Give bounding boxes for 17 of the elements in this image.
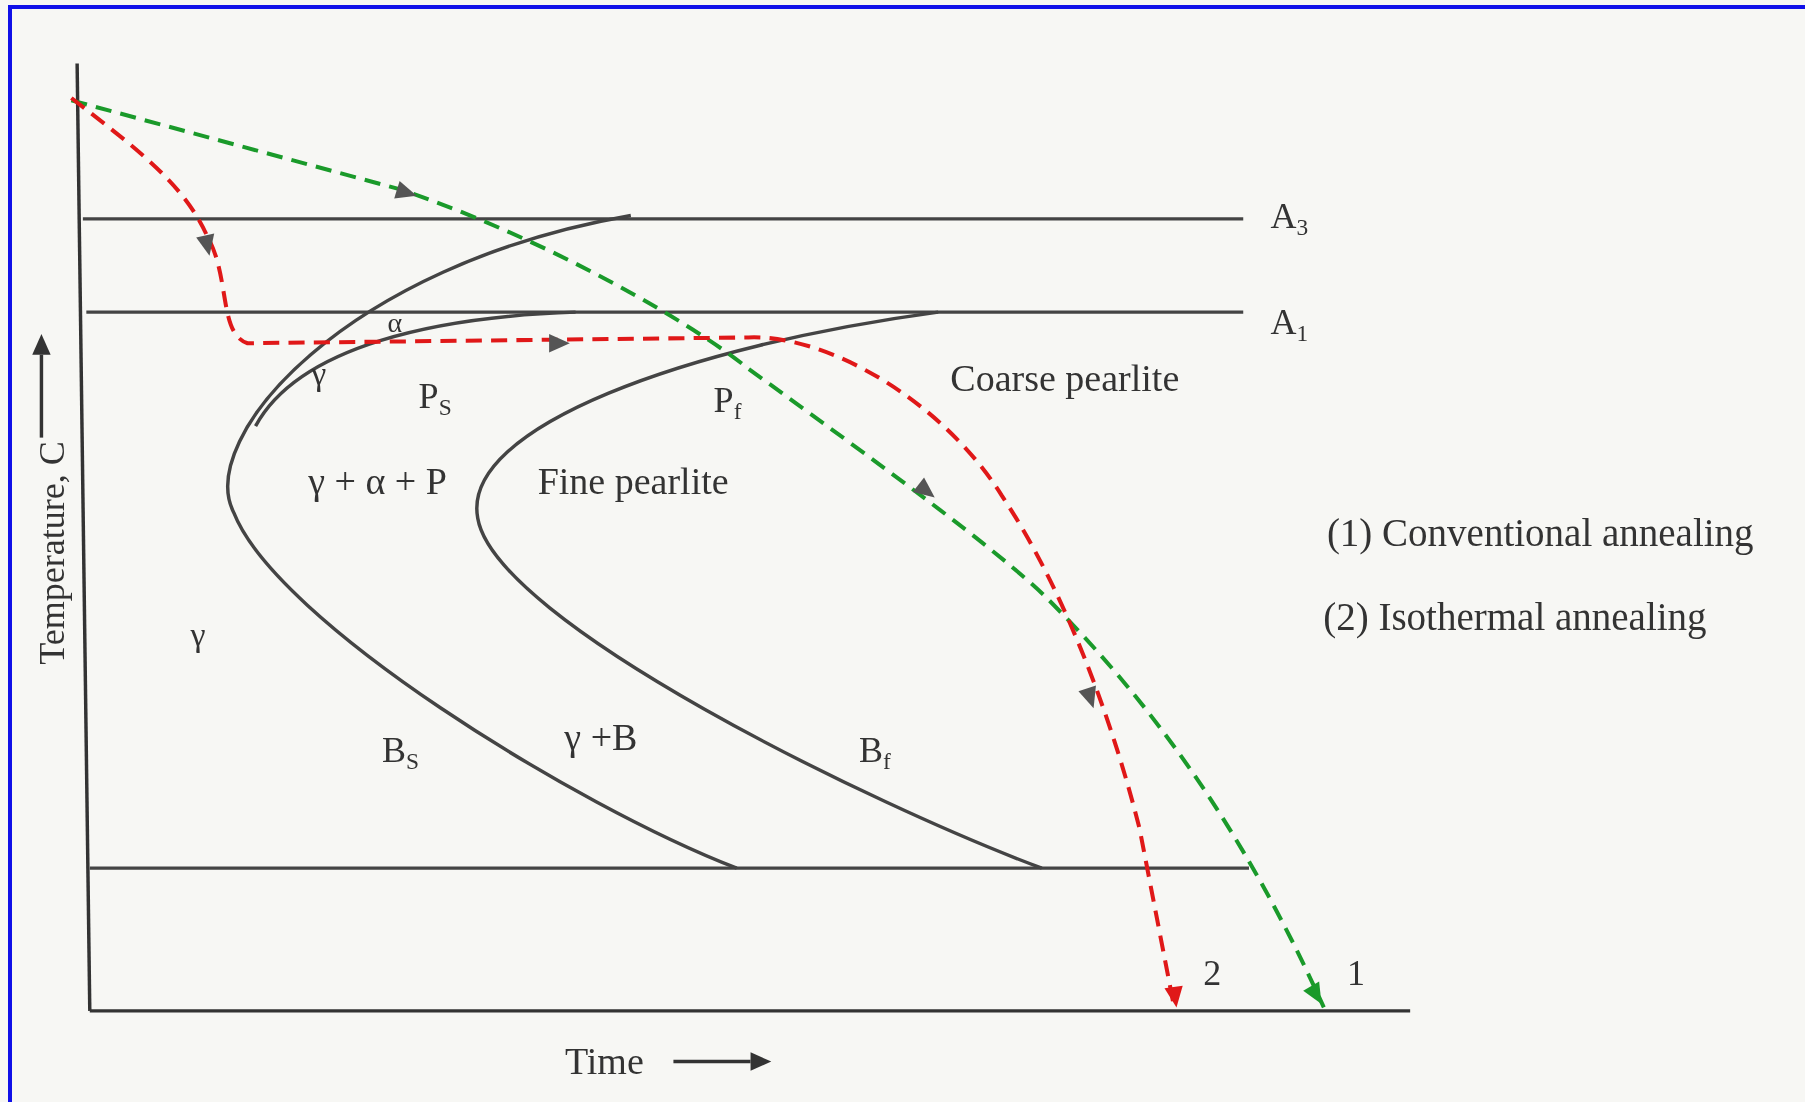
chart-label: Temperature, C [33, 440, 70, 665]
chart-label: γ +B [564, 717, 638, 756]
chart-label: B$_{S}$ [382, 732, 420, 774]
chart-label: γ [190, 618, 206, 653]
chart-label: A$_{1}$ [1270, 303, 1309, 346]
chart-label: Fine pearlite [537, 462, 729, 501]
chart-label: A$_{3}$ [1270, 198, 1309, 240]
chart-label: 2 [1203, 954, 1222, 991]
chart-label: γ [311, 357, 327, 392]
chart-label: B$_{f}$ [858, 732, 891, 774]
chart-label: γ + α + P [308, 462, 447, 501]
chart-label: 1 [1347, 954, 1366, 991]
chart-label: Coarse pearlite [950, 358, 1180, 397]
chart-label: P$_{S}$ [418, 378, 452, 421]
chart-label: Time [564, 1042, 644, 1081]
chart-label: P$_{f}$ [713, 382, 742, 424]
chart-label: α [387, 309, 403, 338]
